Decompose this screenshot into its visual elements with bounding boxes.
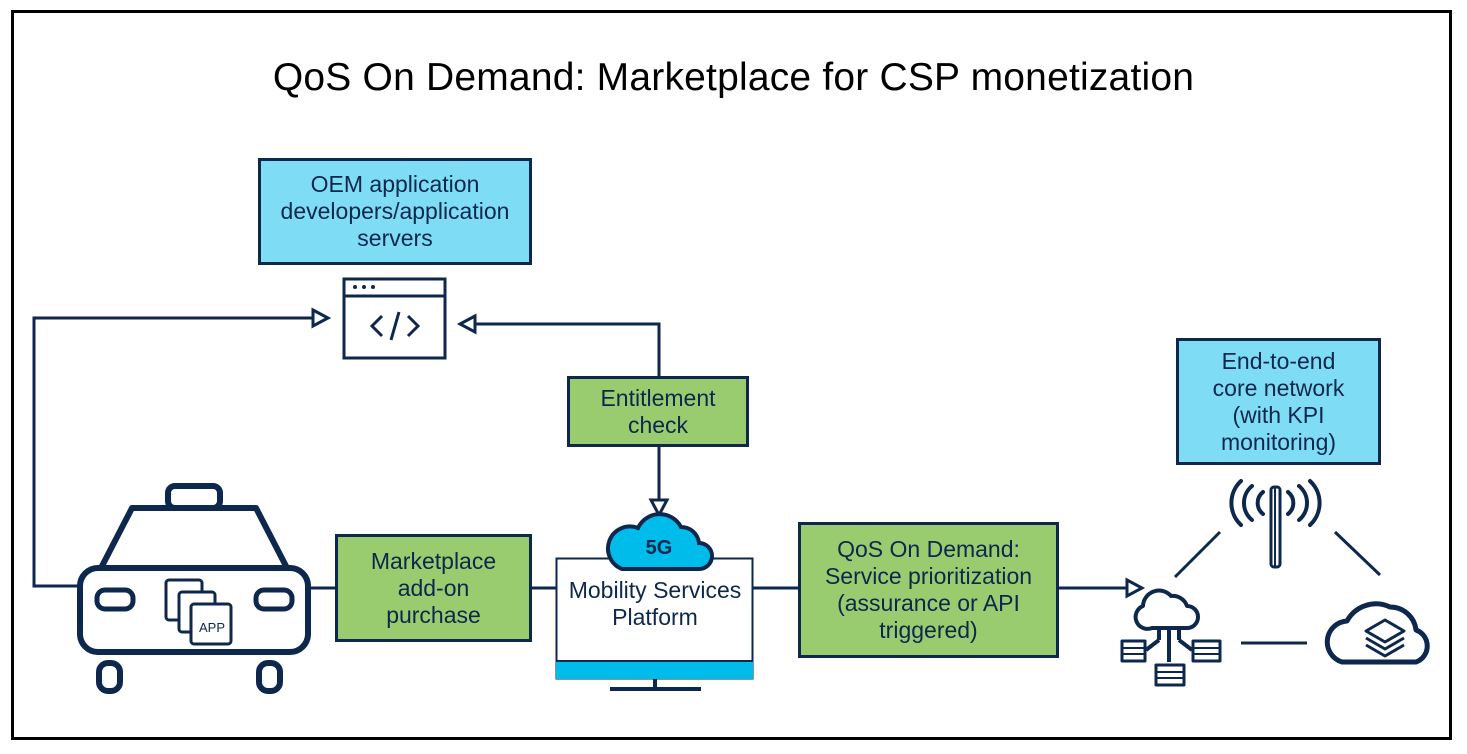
entitlement-check-box: Entitlement check [567,376,749,447]
entitlement-to-code-connector [474,322,661,377]
oem-developers-label: OEM application developers/application s… [280,171,510,251]
server-network-icon [1120,588,1222,687]
platform-monitor-icon [555,557,754,691]
arrowhead-right-network [1125,577,1146,599]
entitlement-check-label: Entitlement check [600,384,716,438]
diagram-title: QoS On Demand: Marketplace for CSP monet… [272,56,1195,99]
core-network-label: End-to-end core network (with KPI monito… [1212,347,1345,455]
marketplace-purchase-label: Marketplace add-on purchase [370,547,497,628]
code-window-icon [342,277,447,360]
qos-on-demand-label: QoS On Demand: Service prioritization (a… [824,536,1033,643]
platform-label: Mobility Services Platform [568,577,742,630]
connectors [32,316,1382,645]
cloud-layers-icon [1324,601,1430,665]
app-badge-label: APP [198,620,225,635]
marketplace-purchase-box: Marketplace add-on purchase [335,534,532,642]
car-to-code-connector [32,316,314,588]
qos-on-demand-box: QoS On Demand: Service prioritization (a… [798,522,1059,658]
oem-developers-box: OEM application developers/application s… [258,158,532,265]
diagram-frame [11,10,1452,740]
tower-to-cloud-link [1333,530,1382,577]
arrowheads [311,307,1146,599]
cloud-5g-label: 5G [645,537,673,559]
tower-to-server-link [1173,530,1222,579]
arrowhead-left-code [456,313,477,335]
core-network-box: End-to-end core network (with KPI monito… [1176,338,1381,465]
arrowhead-right-code [311,307,332,329]
cell-tower-icon [1229,479,1322,569]
app-stack-icon [164,578,233,646]
arrowhead-down-platform [648,498,670,519]
cloud-5g-icon [606,512,714,571]
